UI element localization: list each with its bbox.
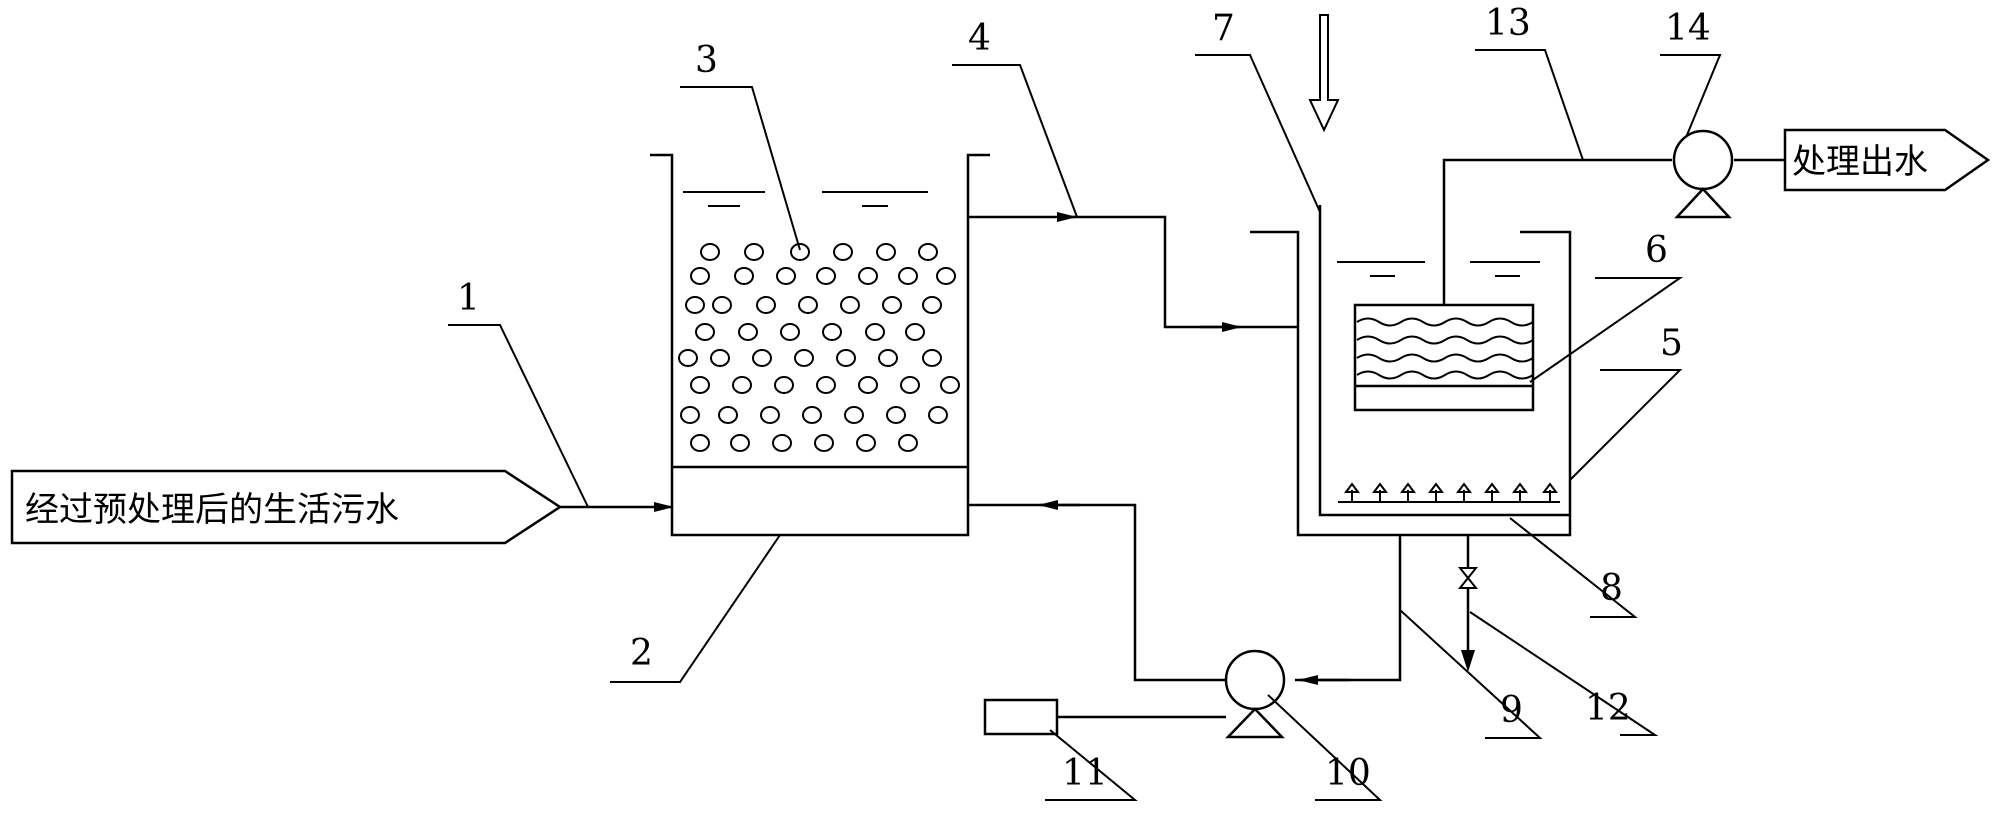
media-pellet (680, 406, 700, 424)
media-pellet (732, 376, 752, 394)
media-pellet (814, 434, 834, 452)
media-pellet (780, 323, 800, 341)
media-pellet (752, 349, 772, 367)
media-pellet (774, 376, 794, 394)
filter-media-pellets (678, 243, 960, 452)
aerator-nozzle (1456, 482, 1472, 493)
label-2: 2 (630, 633, 653, 674)
media-pellet (936, 267, 956, 285)
media-pellet (898, 434, 918, 452)
media-pellet (882, 296, 902, 314)
media-pellet (690, 434, 710, 452)
water-level-marker (683, 191, 928, 207)
label-6: 6 (1645, 230, 1668, 271)
leader-lines (448, 49, 1722, 801)
biofilter-tank (650, 153, 990, 537)
label-9: 9 (1500, 690, 1523, 731)
mbr-water-level-marker (1337, 261, 1540, 277)
media-pellet (756, 296, 776, 314)
media-pellet (678, 349, 698, 367)
media-pellet (940, 376, 960, 394)
label-1: 1 (457, 278, 480, 319)
air-inlet-arrow (1308, 14, 1340, 133)
media-pellet (802, 406, 822, 424)
media-pellet (790, 243, 810, 261)
outlet-label: 处理出水 (1792, 142, 1928, 182)
media-pellet (858, 267, 878, 285)
media-pellet (876, 243, 896, 261)
aerator-nozzle (1400, 482, 1416, 493)
media-pellet (865, 323, 885, 341)
media-pellet (918, 243, 938, 261)
media-pellet (734, 267, 754, 285)
aerator-nozzle (1542, 482, 1558, 493)
aerator-nozzle (1372, 482, 1388, 493)
label-4: 4 (968, 18, 991, 59)
outlet-box: 处理出水 (1783, 128, 1991, 192)
inlet-box: 经过预处理后的生活污水 (10, 469, 563, 545)
effluent-pump (1672, 129, 1734, 219)
media-pellet (844, 406, 864, 424)
media-pellet (858, 376, 878, 394)
media-pellet (856, 434, 876, 452)
media-pellet (822, 323, 842, 341)
label-5: 5 (1660, 323, 1683, 364)
aerator-nozzle (1344, 482, 1360, 493)
media-pellet (886, 406, 906, 424)
label-8: 8 (1600, 568, 1623, 609)
component-number-labels: 1 2 3 4 5 6 7 8 9 10 11 12 13 14 (457, 3, 1711, 794)
media-pellet (710, 349, 730, 367)
media-pellet (738, 323, 758, 341)
media-pellet (794, 349, 814, 367)
media-pellet (928, 406, 948, 424)
media-pellet (685, 296, 705, 314)
media-pellet (798, 296, 818, 314)
label-12: 12 (1585, 688, 1631, 729)
return-pipe (1295, 535, 1402, 682)
media-pellet (690, 267, 710, 285)
permeate-pipe (1442, 158, 1672, 305)
media-pellet (816, 376, 836, 394)
media-pellet (730, 434, 750, 452)
aerator-nozzle (1512, 482, 1528, 493)
aerator-nozzle (1428, 482, 1444, 493)
media-pellet (833, 243, 853, 261)
media-pellet (898, 267, 918, 285)
media-pellet (900, 376, 920, 394)
media-pellet (816, 267, 836, 285)
aerator-nozzle (1484, 482, 1500, 493)
media-pellet (905, 323, 925, 341)
label-11: 11 (1062, 753, 1108, 794)
media-pellet (776, 267, 796, 285)
mbr-tank (1250, 205, 1572, 537)
media-pellet (690, 376, 710, 394)
label-14: 14 (1665, 8, 1711, 49)
media-pellet (760, 406, 780, 424)
sludge-discharge-valve (1457, 535, 1479, 672)
media-pellet (772, 434, 792, 452)
media-pellet (718, 406, 738, 424)
label-13: 13 (1485, 3, 1531, 44)
media-pellet (840, 296, 860, 314)
aerator (1338, 482, 1560, 503)
label-10: 10 (1325, 753, 1371, 794)
label-7: 7 (1212, 8, 1235, 49)
media-pellet (695, 323, 715, 341)
membrane-module (1353, 303, 1535, 412)
media-pellet (922, 349, 942, 367)
label-3: 3 (695, 40, 718, 81)
media-pellet (712, 296, 732, 314)
media-pellet (878, 349, 898, 367)
media-pellet (836, 349, 856, 367)
media-pellet (700, 243, 720, 261)
controller-box (983, 698, 1226, 736)
inlet-label: 经过预处理后的生活污水 (25, 490, 399, 530)
return-pump (1224, 649, 1286, 739)
media-pellet (744, 243, 764, 261)
media-pellet (922, 296, 942, 314)
